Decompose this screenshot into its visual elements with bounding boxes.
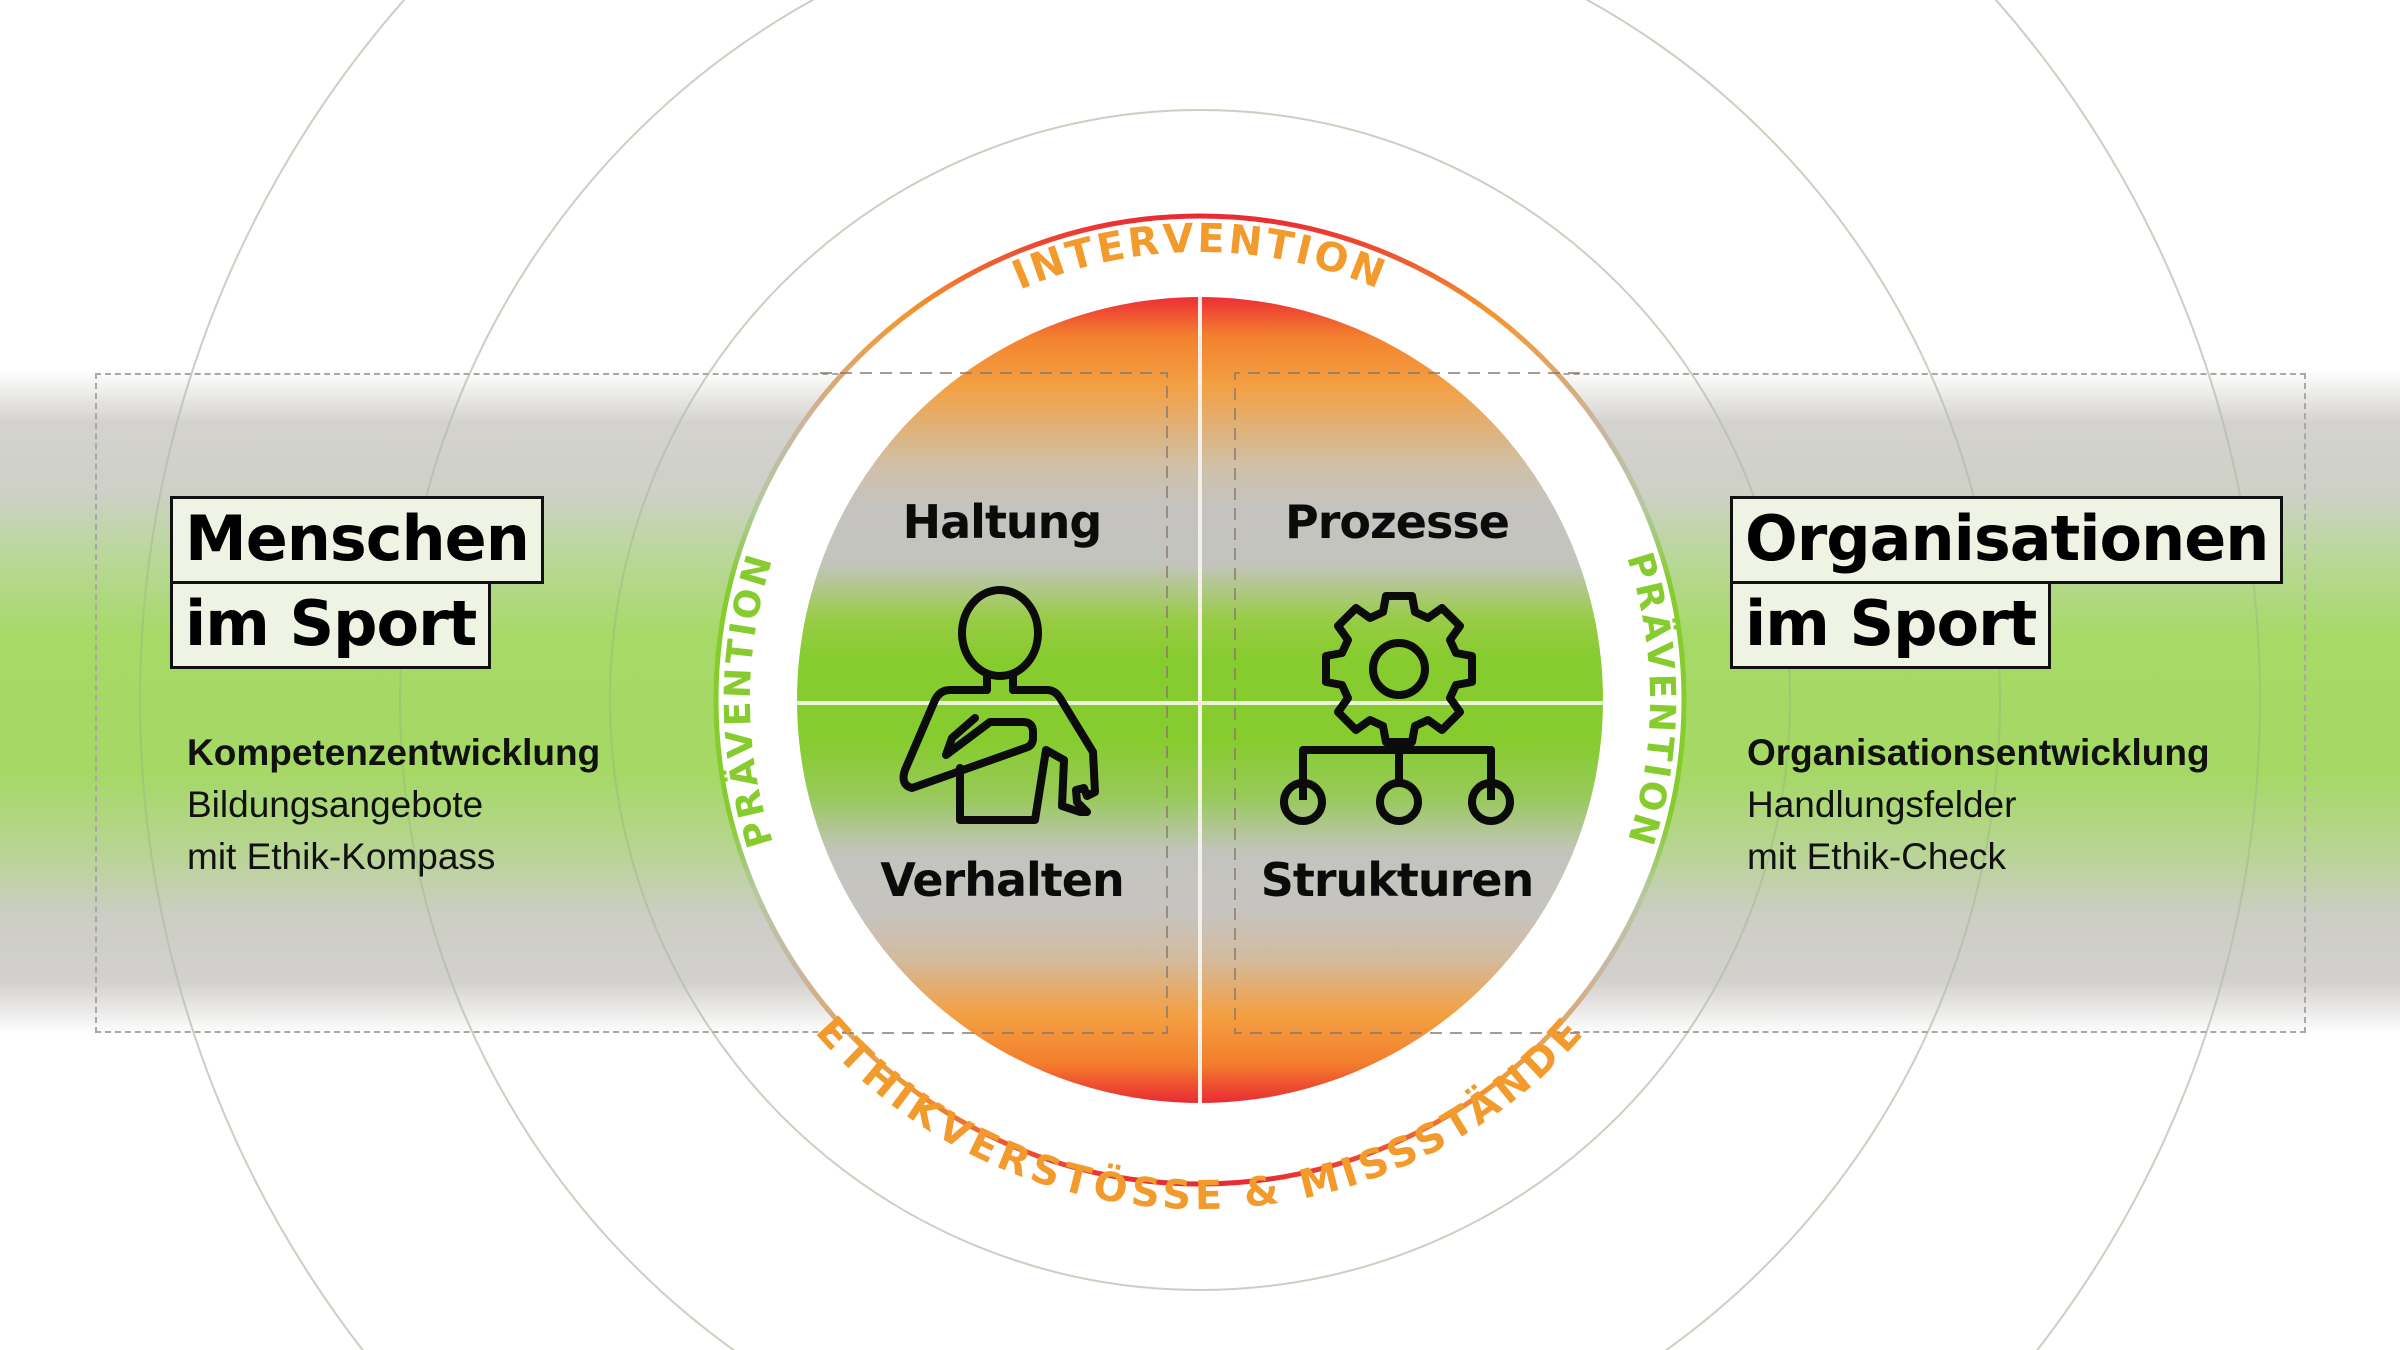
- right-line1: Handlungsfelder: [1747, 784, 2017, 825]
- quadrant-label-strukturen: Strukturen: [1260, 853, 1535, 907]
- left-heading: Kompetenzentwicklung: [187, 732, 601, 773]
- right-line2: mit Ethik-Check: [1747, 836, 2007, 877]
- right-heading: Organisationsentwicklung: [1747, 732, 2210, 773]
- right-panel: Organisationen im Sport Organisationsent…: [1730, 496, 2284, 883]
- right-title-line2: im Sport: [1730, 581, 2052, 669]
- left-line2: mit Ethik-Kompass: [187, 836, 496, 877]
- quadrant-label-prozesse: Prozesse: [1285, 495, 1510, 549]
- right-description: Organisationsentwicklung Handlungsfelder…: [1730, 727, 2283, 883]
- gear-hierarchy-icon: [1280, 592, 1514, 825]
- left-title-line2: im Sport: [170, 581, 492, 669]
- person-hand-on-heart-icon: [899, 586, 1099, 824]
- left-panel: Menschen im Sport Kompetenzentwicklung B…: [170, 496, 600, 883]
- left-line1: Bildungsangebote: [187, 784, 484, 825]
- right-title-line1: Organisationen: [1730, 496, 2284, 584]
- left-title-line1: Menschen: [170, 496, 544, 584]
- left-description: Kompetenzentwicklung Bildungsangebote mi…: [170, 727, 600, 883]
- quadrant-label-verhalten: Verhalten: [880, 853, 1124, 907]
- quadrant-label-haltung: Haltung: [902, 495, 1103, 549]
